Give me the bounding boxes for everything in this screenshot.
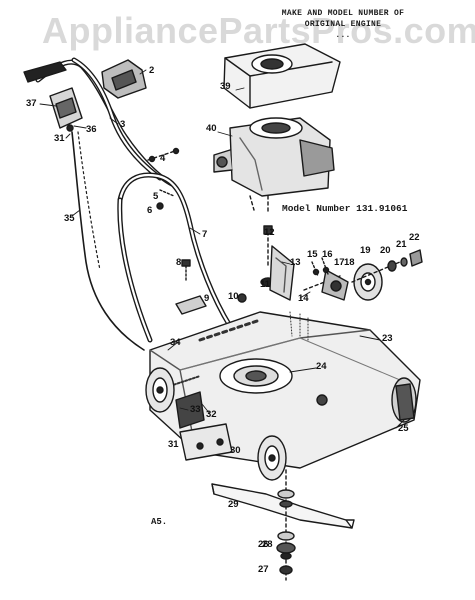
mower-blade [211,469,355,581]
callout-34: 34 [170,337,181,348]
callout-39: 39 [220,81,231,92]
callout-37: 37 [26,98,37,109]
callout-24: 24 [316,361,327,372]
callout-8: 8 [176,257,182,268]
handle-mount-hardware [175,259,247,315]
callout-17: 17 [334,257,345,268]
model-number-label: Model Number 131.91061 [282,203,408,214]
callout-22: 22 [409,232,420,243]
header-line-1: MAKE AND MODEL NUMBER OF [281,9,405,18]
callout-16: 16 [322,249,333,260]
callout-10-left: 10 [228,291,239,302]
callout-23: 23 [382,333,393,344]
callout-26: 26 [258,539,269,550]
callout-29: 29 [228,499,239,510]
callout-28: 28 [262,539,273,550]
callout-19: 19 [360,245,371,256]
front-left-wheel [145,367,175,413]
callout-35: 35 [64,213,75,224]
callout-7: 7 [202,229,208,240]
callout-31-upper: 31 [54,133,65,144]
callout-36: 36 [86,124,97,135]
callout-11: 11 [260,279,271,290]
rear-left-wheel [257,435,287,481]
handle-bolts [147,147,180,210]
callout-13: 13 [290,257,301,268]
control-cable [71,131,145,351]
callout-25: 25 [398,423,409,434]
callout-2: 2 [149,65,155,76]
control-lever [49,87,83,132]
callout-3: 3 [120,119,126,130]
callout-14: 14 [298,293,309,304]
callout-31-lower: 31 [168,439,179,450]
leader-lines [39,69,405,429]
engine-cover [223,43,341,109]
callout-4: 4 [160,153,166,164]
figure-tag: A5. [151,517,168,527]
callout-27: 27 [258,564,269,575]
callout-30: 30 [230,445,241,456]
callout-20: 20 [380,245,391,256]
callout-33: 33 [190,404,201,415]
callout-21: 21 [396,239,407,250]
throttle-bracket [101,59,147,99]
callout-6: 6 [147,205,153,216]
callout-12: 12 [264,227,275,238]
height-adjuster [260,225,349,301]
callout-15: 15 [307,249,318,260]
callout-5: 5 [153,191,159,202]
header-line-2: ORIGINAL ENGINE [304,20,382,29]
handle-lower [117,172,233,343]
handle-upper [23,57,175,187]
callout-40: 40 [206,123,217,134]
blade-hardware [276,489,296,575]
callout-18: 18 [344,257,355,268]
callout-9: 9 [204,293,210,304]
discharge-baffle [175,391,205,429]
control-cable-2 [77,131,101,271]
blade-adapter [179,423,233,461]
right-wheel [391,377,417,423]
rear-wheel-exploded [351,249,423,301]
watermark: AppliancePartsPros.com [42,10,475,51]
engine [213,117,335,215]
callout-32: 32 [206,409,217,420]
header-line-3: ... [335,31,351,40]
